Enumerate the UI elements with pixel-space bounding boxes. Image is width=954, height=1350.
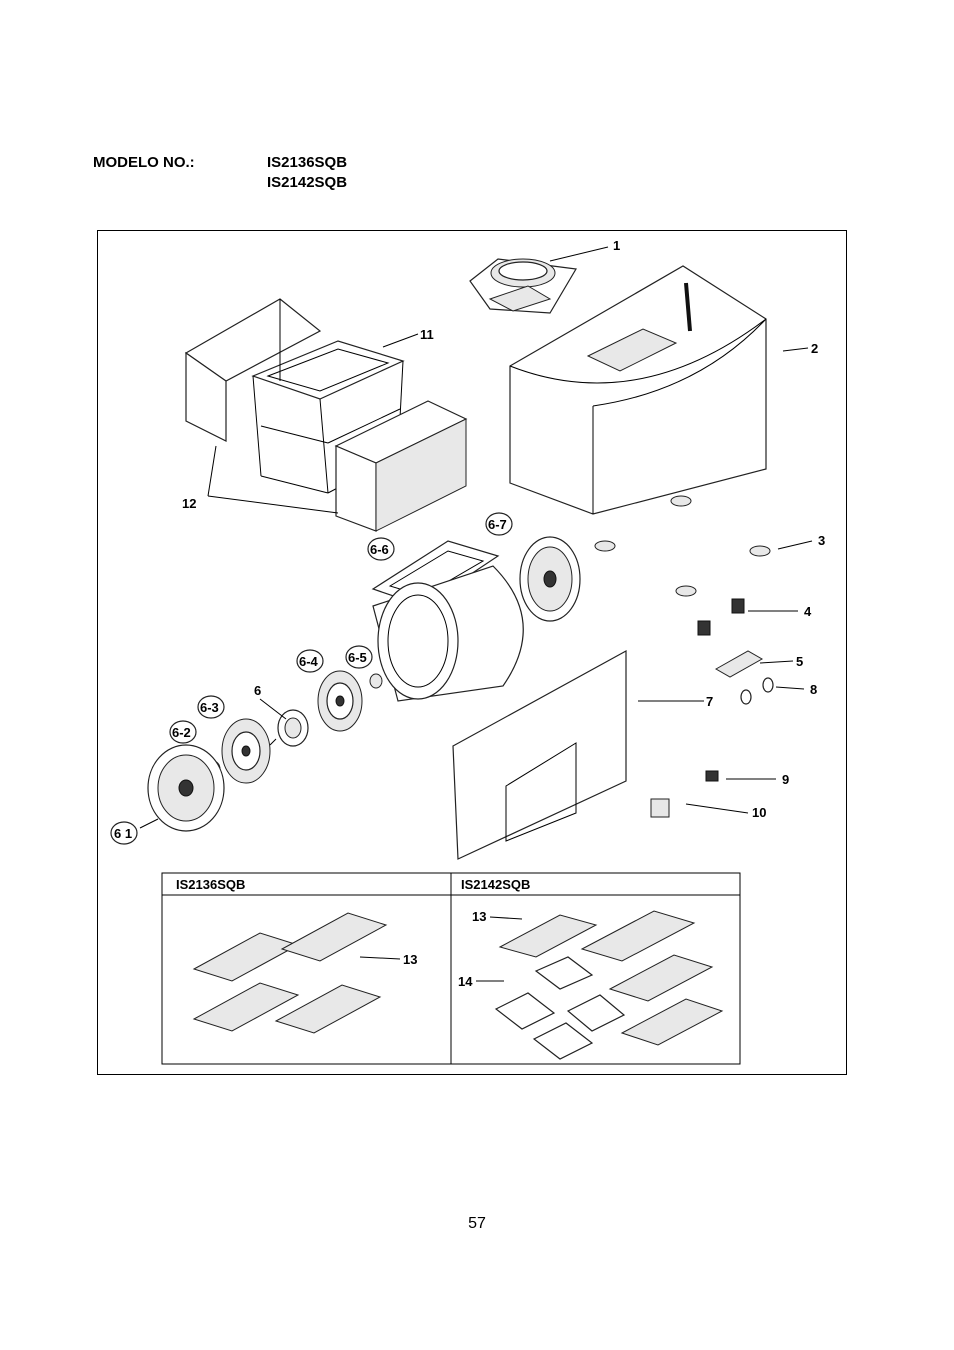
callout-2: 2 <box>811 341 818 356</box>
page-number: 57 <box>468 1215 486 1232</box>
bottom-panel-part <box>452 649 627 860</box>
callout-13-col2: 13 <box>472 909 486 924</box>
callout-4: 4 <box>804 604 812 619</box>
callout-10: 10 <box>752 805 766 820</box>
inlet-ring-right-part <box>519 536 581 622</box>
callout-9: 9 <box>782 772 789 787</box>
grease-filters-column-2 <box>494 910 724 1060</box>
light-socket-part <box>740 677 774 705</box>
callout-6-3: 6-3 <box>200 700 219 715</box>
filter-table: IS2136SQB IS2142SQB 13 13 14 <box>161 872 741 1065</box>
transformer-part <box>650 798 670 818</box>
diagram-frame: 1 2 11 12 <box>97 230 847 1075</box>
callout-6-4: 6-4 <box>299 654 319 669</box>
callout-7: 7 <box>706 694 713 709</box>
duct-collar-part <box>469 258 577 314</box>
callout-3: 3 <box>818 533 825 548</box>
bracket-part <box>714 650 764 678</box>
model-number-1: IS2136SQB <box>267 154 348 171</box>
callout-8: 8 <box>810 682 817 697</box>
motor-part <box>269 709 309 747</box>
callout-6-7: 6-7 <box>488 517 507 532</box>
model-number-2: IS2142SQB <box>267 174 348 191</box>
clip-part <box>697 598 745 636</box>
callout-11: 11 <box>420 327 434 342</box>
callout-14-col2: 14 <box>458 974 473 989</box>
callout-1: 1 <box>613 238 620 253</box>
callout-12: 12 <box>182 496 196 511</box>
hood-body-part <box>509 265 767 515</box>
grommet-part <box>594 495 771 597</box>
inlet-ring-left-part <box>147 744 225 832</box>
grease-filters-column-1 <box>192 912 388 1034</box>
blower-wheel-left-part <box>221 718 271 784</box>
callout-6-1: 6 1 <box>114 826 132 841</box>
filter-table-header-1: IS2136SQB <box>176 877 245 892</box>
callout-6-2: 6-2 <box>172 725 191 740</box>
side-panel-right <box>334 400 468 532</box>
blower-housing-part <box>371 540 524 702</box>
callout-6-5: 6-5 <box>348 650 367 665</box>
callout-6: 6 <box>254 683 261 698</box>
blower-wheel-right-part <box>317 670 363 732</box>
bushing-part <box>369 673 383 689</box>
switch-part <box>705 770 719 782</box>
filter-table-header-2: IS2142SQB <box>461 877 530 892</box>
side-panel-left <box>184 298 322 442</box>
callout-6-6: 6-6 <box>370 542 389 557</box>
callout-13-col1: 13 <box>403 952 417 967</box>
model-label: MODELO NO.: <box>93 154 195 171</box>
exploded-parts-diagram: 1 2 11 12 <box>110 238 825 1065</box>
callout-5: 5 <box>796 654 803 669</box>
